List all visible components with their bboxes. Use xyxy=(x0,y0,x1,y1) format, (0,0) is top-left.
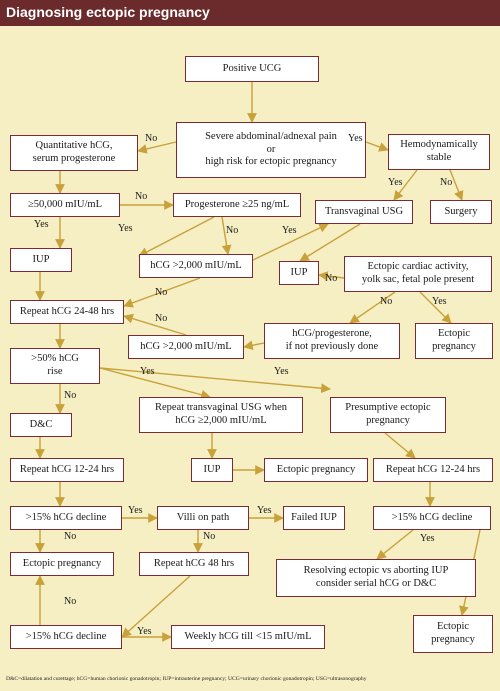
branch-label-yes: Yes xyxy=(34,219,49,230)
node-iup-2: IUP xyxy=(279,261,319,285)
flow-arrow xyxy=(138,216,215,257)
flow-arrow xyxy=(121,575,191,638)
branch-label-yes: Yes xyxy=(140,366,155,377)
branch-label-no: No xyxy=(64,596,77,607)
branch-label-yes: Yes xyxy=(282,225,297,236)
branch-label-no: No xyxy=(64,390,77,401)
branch-label-yes: Yes xyxy=(137,626,152,637)
branch-label-no: No xyxy=(380,296,393,307)
branch-label-yes: Yes xyxy=(118,223,133,234)
branch-label-yes: Yes xyxy=(388,177,403,188)
node-decline-15-b: >15% hCG decline xyxy=(373,506,491,530)
node-repeat-hcg-12-24-b: Repeat hCG 12-24 hrs xyxy=(373,458,493,482)
node-weekly-hcg: Weekly hCG till <15 mIU/mL xyxy=(171,625,325,649)
node-progesterone-25: Progesterone ≥25 ng/mL xyxy=(173,193,301,217)
node-quant-hcg: Quantitative hCG, serum progesterone xyxy=(10,135,138,171)
flow-arrow xyxy=(252,223,329,261)
node-transvaginal-usg: Transvaginal USG xyxy=(315,200,413,224)
node-rise-50: >50% hCG rise xyxy=(10,348,100,384)
flow-arrow xyxy=(137,141,177,154)
branch-label-yes: Yes xyxy=(274,366,289,377)
node-presumptive-ectopic: Presumptive ectopic pregnancy xyxy=(330,397,446,433)
node-ectopic-preg-1: Ectopic pregnancy xyxy=(415,323,493,359)
branch-label-yes: Yes xyxy=(128,505,143,516)
flow-arrow xyxy=(243,340,265,351)
branch-label-no: No xyxy=(64,531,77,542)
branch-label-no: No xyxy=(203,531,216,542)
flow-arrow xyxy=(365,141,389,152)
node-ectopic-preg-2: Ectopic pregnancy xyxy=(264,458,368,482)
node-repeat-tv-usg: Repeat transvaginal USG when hCG ≥2,000 … xyxy=(139,397,303,433)
branch-label-yes: Yes xyxy=(420,533,435,544)
branch-label-no: No xyxy=(155,313,168,324)
branch-label-no: No xyxy=(440,177,453,188)
flow-arrow xyxy=(123,313,187,336)
node-hemo-stable: Hemodynamically stable xyxy=(388,134,490,170)
node-decline-15-c: >15% hCG decline xyxy=(10,625,122,649)
node-positive-ucg: Positive UCG xyxy=(185,56,319,82)
node-ectopic-preg-3: Ectopic pregnancy xyxy=(10,552,114,576)
branch-label-no: No xyxy=(226,225,239,236)
branch-label-yes: Yes xyxy=(257,505,272,516)
branch-label-no: No xyxy=(145,133,158,144)
node-iup-3: IUP xyxy=(191,458,233,482)
flow-arrow xyxy=(384,432,416,459)
node-dc: D&C xyxy=(10,413,72,437)
node-surgery: Surgery xyxy=(430,200,492,224)
title-bar: Diagnosing ectopic pregnancy xyxy=(0,0,500,26)
node-ectopic-preg-4: Ectopic pregnancy xyxy=(413,615,493,653)
branch-label-no: No xyxy=(155,287,168,298)
branch-label-no: No xyxy=(325,273,338,284)
flow-arrow xyxy=(449,169,464,201)
node-iup-1: IUP xyxy=(10,248,72,272)
node-failed-iup: Failed IUP xyxy=(283,506,345,530)
node-ectopic-activity: Ectopic cardiac activity, yolk sac, feta… xyxy=(344,256,492,292)
flow-arrow xyxy=(376,529,414,560)
node-repeat-hcg-48: Repeat hCG 48 hrs xyxy=(139,552,249,576)
flow-arrow xyxy=(99,367,331,394)
flow-arrow xyxy=(99,367,211,400)
node-hcg-50000: ≥50,000 mIU/mL xyxy=(10,193,120,217)
node-hcg-2000-b: hCG >2,000 mIU/mL xyxy=(128,335,244,359)
flow-arrow xyxy=(349,291,396,324)
node-severe-pain: Severe abdominal/adnexal pain or high ri… xyxy=(176,122,366,178)
node-resolving-ectopic: Resolving ectopic vs aborting IUP consid… xyxy=(276,559,476,597)
flow-arrow xyxy=(419,291,452,324)
node-repeat-hcg-12-24-a: Repeat hCG 12-24 hrs xyxy=(10,458,124,482)
flow-arrow xyxy=(123,277,201,308)
flow-arrow xyxy=(393,169,418,201)
page-title: Diagnosing ectopic pregnancy xyxy=(6,4,210,20)
branch-label-yes: Yes xyxy=(348,133,363,144)
node-decline-15-a: >15% hCG decline xyxy=(10,506,122,530)
branch-label-yes: Yes xyxy=(432,296,447,307)
node-repeat-hcg-24-48: Repeat hCG 24-48 hrs xyxy=(10,300,124,324)
node-hcg-progesterone: hCG/progesterone, if not previously done xyxy=(264,323,400,359)
node-villi-on-path: Villi on path xyxy=(157,506,249,530)
flow-arrow xyxy=(221,216,232,255)
flow-arrow xyxy=(318,271,345,281)
flow-arrow xyxy=(299,223,361,262)
node-hcg-2000-a: hCG >2,000 mIU/mL xyxy=(139,254,253,278)
footnote: D&C=dilatation and curettage; hCG=human … xyxy=(6,676,367,682)
branch-label-no: No xyxy=(135,191,148,202)
